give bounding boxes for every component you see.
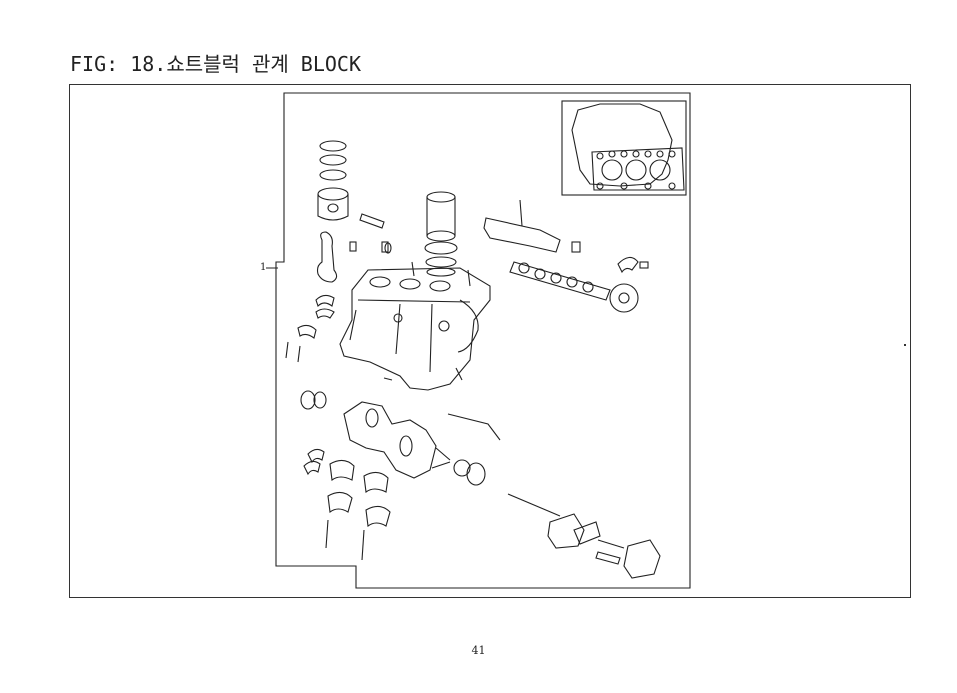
valve-cover (483, 217, 561, 253)
head-gasket (591, 147, 685, 191)
callout-number: 1 (260, 262, 267, 273)
oil-pump-bolt (507, 493, 561, 517)
pilot-bearing (453, 459, 471, 477)
rod-bearing (315, 308, 335, 319)
rod-bearing (315, 294, 335, 308)
thrust-washer (303, 460, 321, 476)
inner-frame (275, 92, 691, 589)
rear-oil-seal (466, 462, 486, 486)
crankshaft (343, 401, 451, 479)
rod-cap (297, 324, 317, 339)
piston (317, 187, 349, 221)
connecting-rod (316, 231, 338, 283)
oil-strainer (623, 539, 661, 579)
piston-pin (359, 213, 385, 229)
main-bearing-cap (365, 505, 391, 528)
main-bearing-cap (329, 459, 355, 482)
oil-pump-body (547, 513, 585, 549)
pin-clip (349, 241, 357, 252)
dowel (455, 367, 463, 381)
dowel (383, 377, 393, 381)
piston-rings (319, 140, 347, 181)
main-bearing-cap (363, 471, 389, 494)
cam-gear-hub (618, 292, 630, 304)
oil-pump-gear (573, 521, 601, 545)
stud (467, 269, 471, 287)
gasket-inset-box (561, 100, 687, 196)
rod-bolt (297, 345, 301, 363)
main-bearing (300, 390, 316, 410)
thrust-washer (307, 448, 325, 464)
plug (571, 241, 581, 253)
rod-bolt (285, 341, 289, 359)
callout-leader-line (266, 267, 278, 269)
thrust-plate (617, 256, 639, 274)
pin-clip (381, 241, 389, 253)
cap-bolt (325, 519, 329, 549)
main-bearing (313, 391, 327, 409)
bolt (639, 261, 649, 269)
stud (411, 261, 415, 277)
tappet (384, 242, 392, 254)
relief-valve (595, 551, 621, 565)
scan-speck (904, 344, 906, 346)
page-number: 41 (471, 644, 486, 657)
cylinder-block (339, 267, 491, 391)
main-bearing-cap (327, 491, 353, 514)
oil-level-gauge (519, 199, 523, 227)
figure-title: FIG: 18.쇼트블럭 관계 BLOCK (70, 52, 362, 76)
oil-pipe (447, 413, 501, 441)
outer-frame (69, 84, 911, 598)
cam-gear (609, 283, 639, 313)
timing-cover-gasket (571, 103, 673, 187)
oil-pipe (597, 539, 625, 549)
camshaft (509, 261, 611, 301)
cylinder-liner (424, 191, 458, 277)
cap-bolt (361, 529, 365, 561)
